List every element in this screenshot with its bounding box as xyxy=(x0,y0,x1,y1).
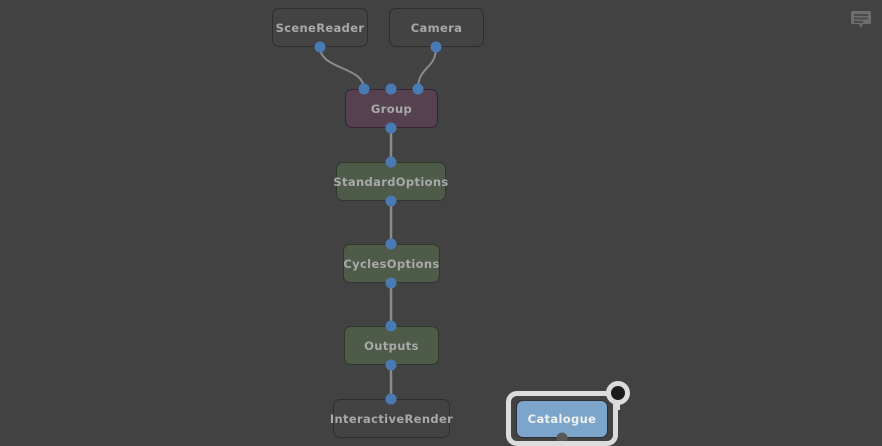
plug-outputs-0[interactable] xyxy=(385,320,397,332)
plug-camera-0[interactable] xyxy=(430,41,442,53)
node-camera[interactable]: Camera xyxy=(389,8,484,47)
plug-catalogue-0[interactable] xyxy=(556,432,568,444)
plug-standardOptions-1[interactable] xyxy=(385,195,397,207)
plug-group-0[interactable] xyxy=(358,83,370,95)
node-outputs[interactable]: Outputs xyxy=(344,326,439,365)
node-cyclesOptions[interactable]: CyclesOptions xyxy=(343,244,440,283)
edge-sceneReader-to-group[interactable] xyxy=(319,46,365,90)
edge-camera-to-group[interactable] xyxy=(417,46,437,90)
plug-group-3[interactable] xyxy=(385,122,397,134)
plug-cyclesOptions-1[interactable] xyxy=(385,277,397,289)
node-label-camera: Camera xyxy=(410,20,463,35)
node-catalogue[interactable]: Catalogue xyxy=(516,400,608,438)
node-interactiveRender[interactable]: InteractiveRender xyxy=(329,399,454,438)
node-label-sceneReader: SceneReader xyxy=(275,20,365,35)
node-label-standardOptions: StandardOptions xyxy=(333,174,449,189)
plug-cyclesOptions-0[interactable] xyxy=(385,238,397,250)
node-label-group: Group xyxy=(370,101,413,116)
node-sceneReader[interactable]: SceneReader xyxy=(272,8,368,47)
plug-group-1[interactable] xyxy=(385,83,397,95)
node-label-interactiveRender: InteractiveRender xyxy=(329,411,454,426)
plug-group-2[interactable] xyxy=(412,83,424,95)
node-label-catalogue: Catalogue xyxy=(527,412,597,426)
node-label-outputs: Outputs xyxy=(364,338,419,353)
node-group[interactable]: Group xyxy=(345,89,438,128)
annotation-bubble-icon[interactable] xyxy=(850,10,872,29)
node-standardOptions[interactable]: StandardOptions xyxy=(333,162,449,201)
plug-interactiveRender-0[interactable] xyxy=(385,393,397,405)
selection-pin-badge[interactable] xyxy=(606,381,630,405)
plug-outputs-1[interactable] xyxy=(385,359,397,371)
plug-standardOptions-0[interactable] xyxy=(385,156,397,168)
node-label-cyclesOptions: CyclesOptions xyxy=(343,256,440,271)
plug-sceneReader-0[interactable] xyxy=(314,41,326,53)
